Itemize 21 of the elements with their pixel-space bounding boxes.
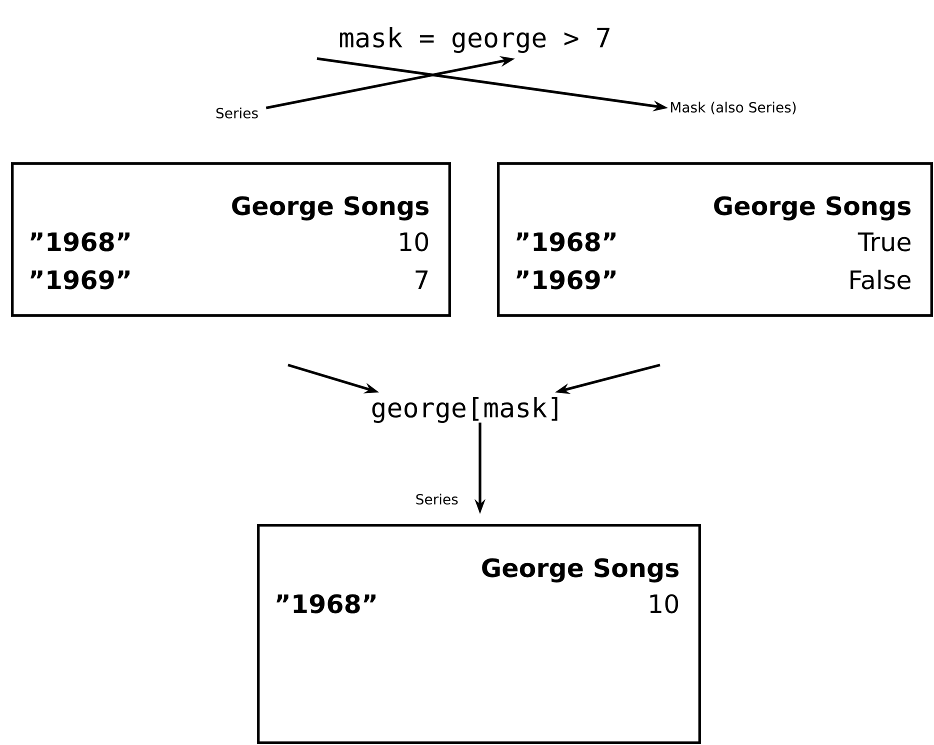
value-text: 10 (400, 232, 428, 252)
type-label: Mask (also Series) (670, 102, 796, 114)
table-box (497, 162, 933, 317)
edge-label: Series (416, 494, 458, 505)
table-box (257, 524, 701, 744)
code-text: mask = george > 7 (340, 27, 610, 53)
index-label: ”1968” (30, 232, 130, 252)
table-box (11, 162, 451, 317)
index-label: ”1969” (30, 270, 130, 290)
index-label: ”1968” (516, 232, 616, 252)
code-text: george[mask] (372, 397, 558, 423)
value-text: 10 (650, 594, 678, 614)
column-header: George Songs (714, 196, 911, 220)
column-header: George Songs (232, 196, 429, 220)
column-header: George Songs (482, 558, 679, 582)
index-label: ”1969” (516, 270, 616, 290)
value-text: False (850, 270, 910, 290)
value-text: 7 (416, 270, 428, 289)
type-label: Series (216, 108, 258, 118)
index-label: ”1968” (276, 594, 376, 614)
value-text: True (858, 232, 910, 252)
